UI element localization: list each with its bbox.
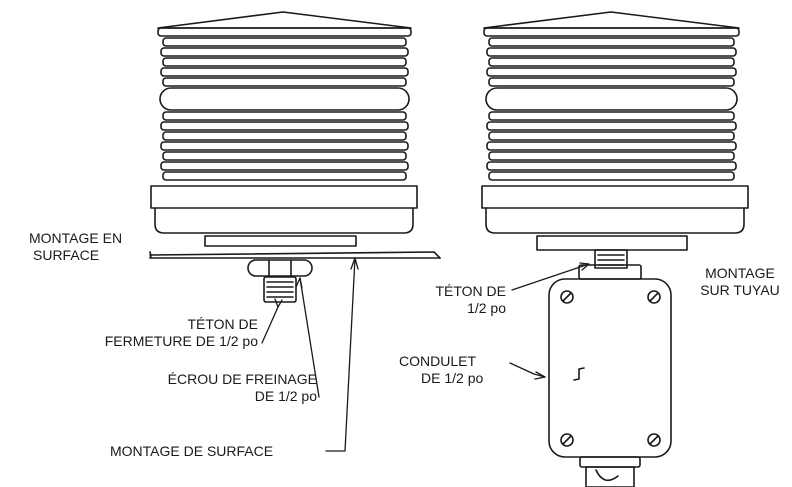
leader-lines [261, 257, 590, 452]
label-surface-mount: MONTAGE EN SURFACE [29, 230, 123, 263]
label-pipe-nipple: TÉTON DE 1/2 po [435, 283, 506, 316]
left-mounting-surface [149, 251, 441, 259]
label-closure-nipple: TÉTON DE FERMETURE DE 1/2 po [104, 316, 258, 349]
left-locknut-and-nipple [247, 259, 313, 303]
condulet-box [548, 264, 672, 487]
label-locknut: ÉCROU DE FREINAGE DE 1/2 po [167, 371, 317, 404]
label-pipe-mount: MONTAGE SUR TUYAU [700, 265, 780, 298]
label-surface-mount-bottom: MONTAGE DE SURFACE [110, 443, 274, 459]
right-beacon-light [481, 11, 749, 251]
label-condulet: CONDULET DE 1/2 po [399, 353, 484, 386]
left-beacon-light [150, 11, 418, 247]
